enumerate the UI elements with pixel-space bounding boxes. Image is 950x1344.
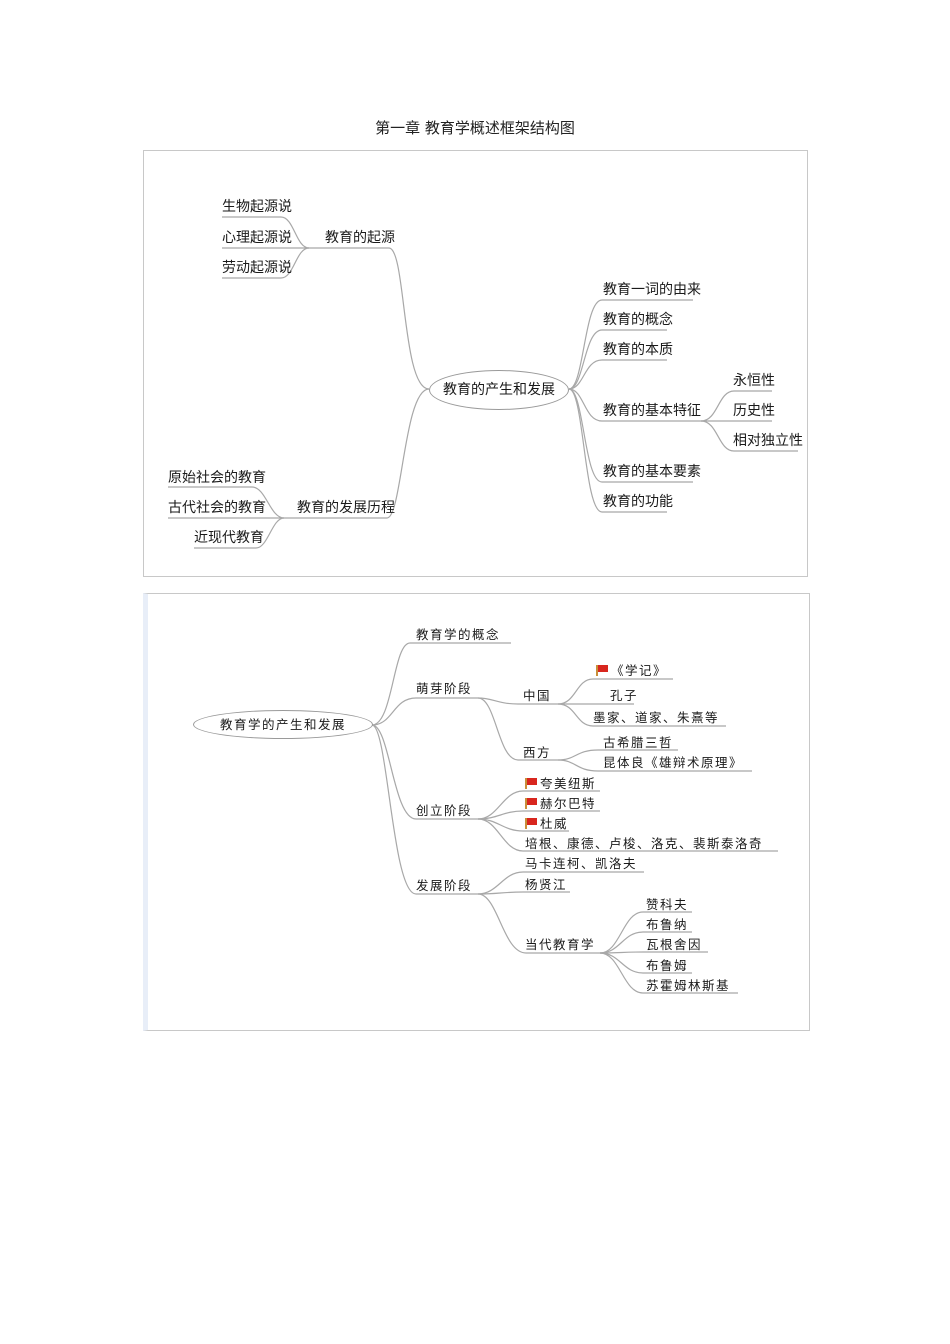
node-concept: 教育的概念: [603, 312, 673, 328]
node-wagenschein: 瓦根舍因: [646, 937, 703, 952]
node-bruner: 布鲁纳: [646, 917, 689, 932]
node-primitive-society: 原始社会的教育: [168, 470, 266, 486]
flag-icon: [525, 818, 538, 829]
node-confucius: 孔子: [610, 688, 639, 703]
node-herbart: 赫尔巴特: [525, 797, 596, 811]
node-relative-independence: 相对独立性: [733, 433, 803, 449]
node-basic-features: 教育的基本特征: [603, 403, 701, 419]
node-contemporary-pedagogy: 当代教育学: [525, 937, 596, 952]
node-labor-origin: 劳动起源说: [222, 260, 292, 276]
node-greek-philosophers: 古希腊三哲: [603, 735, 674, 750]
page-title: 第一章 教育学概述框架结构图: [375, 119, 575, 137]
flag-icon: [525, 778, 538, 789]
node-essence: 教育的本质: [603, 342, 673, 358]
node-yang-xianjiang: 杨贤江: [525, 877, 568, 892]
node-makarenko-kairov: 马卡连柯、凯洛夫: [525, 856, 638, 871]
node-herbart-label: 赫尔巴特: [540, 796, 597, 811]
node-pedagogy-concept: 教育学的概念: [416, 627, 501, 642]
root-node-education: 教育的产生和发展: [429, 370, 569, 410]
connector-lines: [168, 216, 798, 549]
node-china: 中国: [523, 688, 552, 703]
node-xueji-label: 《学记》: [611, 663, 668, 678]
node-xueji: 《学记》: [596, 664, 667, 678]
node-basic-elements: 教育的基本要素: [603, 464, 701, 480]
node-dewey: 杜威: [525, 817, 568, 831]
node-biological-origin: 生物起源说: [222, 199, 292, 215]
node-embryonic-stage: 萌芽阶段: [416, 681, 473, 696]
node-zankov: 赞科夫: [646, 897, 689, 912]
root-label: 教育的产生和发展: [443, 382, 555, 398]
node-functions: 教育的功能: [603, 494, 673, 510]
root-node-pedagogy: 教育学的产生和发展: [193, 710, 373, 739]
node-historicity: 历史性: [733, 403, 775, 419]
node-quintilian: 昆体良《雄辩术原理》: [603, 755, 744, 770]
node-eternity: 永恒性: [733, 373, 775, 389]
node-bacon-kant-etc: 培根、康德、卢梭、洛克、裴斯泰洛奇: [525, 836, 764, 851]
node-mohism-taoism-zhuxi: 墨家、道家、朱熹等: [593, 710, 720, 725]
node-modern-education: 近现代教育: [194, 530, 264, 546]
node-ancient-society: 古代社会的教育: [168, 500, 266, 516]
node-comenius-label: 夸美纽斯: [540, 776, 597, 791]
node-sukhomlinsky: 苏霍姆林斯基: [646, 978, 731, 993]
root-label: 教育学的产生和发展: [219, 716, 346, 732]
node-education-history: 教育的发展历程: [297, 500, 395, 516]
flag-icon: [525, 798, 538, 809]
node-bloom: 布鲁姆: [646, 958, 689, 973]
node-word-origin: 教育一词的由来: [603, 282, 701, 298]
mindmap-education-origin-development: 生物起源说 心理起源说 劳动起源说 教育的起源 原始社会的教育 古代社会的教育 …: [143, 150, 808, 577]
node-founding-stage: 创立阶段: [416, 803, 473, 818]
node-west: 西方: [523, 745, 552, 760]
node-dewey-label: 杜威: [540, 816, 569, 831]
flag-icon: [596, 665, 609, 676]
node-psychological-origin: 心理起源说: [222, 230, 292, 246]
connector-lines: [371, 642, 778, 994]
node-education-origin: 教育的起源: [325, 230, 395, 246]
node-comenius: 夸美纽斯: [525, 777, 596, 791]
node-development-stage: 发展阶段: [416, 878, 473, 893]
mindmap-pedagogy-development: 教育学的产生和发展 教育学的概念 萌芽阶段 中国 《学记》 孔子 墨家、道家、朱…: [143, 593, 810, 1031]
